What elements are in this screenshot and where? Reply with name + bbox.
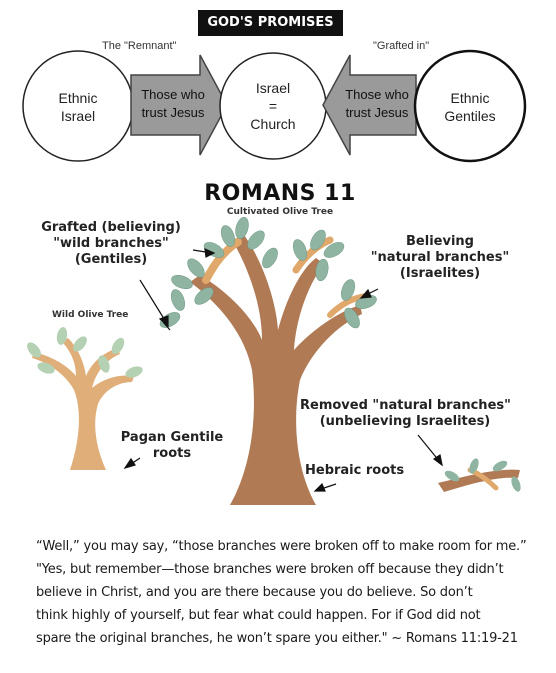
gods-promises-banner: GOD'S PROMISES bbox=[198, 10, 343, 36]
quote-line: "Yes, but remember—those branches were b… bbox=[36, 562, 504, 577]
cultivated-tree-trunk bbox=[190, 235, 362, 505]
cultivated-olive-tree-label: Cultivated Olive Tree bbox=[226, 207, 334, 217]
wild-olive-leaves bbox=[27, 327, 143, 378]
remnant-label: The "Remnant" bbox=[102, 40, 177, 52]
quote-line: spare the original branches, he won’t sp… bbox=[36, 631, 518, 646]
romans-11-title: ROMANS 11 bbox=[204, 181, 356, 206]
annotation-arrows bbox=[123, 248, 443, 492]
removed-branch-leaves bbox=[444, 458, 521, 492]
romans-quote: “Well,” you may say, “those branches wer… bbox=[36, 535, 536, 650]
wild-olive-tree bbox=[32, 338, 134, 470]
grafted-in-label: "Grafted in" bbox=[373, 40, 430, 52]
quote-line: believe in Christ, and you are there bec… bbox=[36, 585, 473, 600]
removed-branches-label: Removed "natural branches"(unbelieving I… bbox=[300, 398, 511, 429]
wild-olive-tree-label: Wild Olive Tree bbox=[52, 310, 129, 320]
hebraic-roots-label: Hebraic roots bbox=[305, 463, 405, 478]
israel-church-text: Israel=Church bbox=[250, 80, 296, 132]
right-arrow-shape bbox=[322, 54, 417, 156]
removed-branch bbox=[438, 469, 520, 492]
quote-line: “Well,” you may say, “those branches wer… bbox=[36, 539, 527, 554]
quote-line: think highly of yourself, but fear what … bbox=[36, 608, 481, 623]
ethnic-gentiles-circle bbox=[413, 49, 527, 163]
grafted-branch-2 bbox=[292, 236, 334, 274]
grafted-branches-label: Grafted (believing)"wild branches"(Genti… bbox=[41, 220, 181, 267]
believing-branches-label: Believing"natural branches"(Israelites) bbox=[370, 234, 510, 281]
cultivated-tree-leaves bbox=[159, 217, 377, 329]
left-arrow-shape bbox=[130, 54, 228, 156]
